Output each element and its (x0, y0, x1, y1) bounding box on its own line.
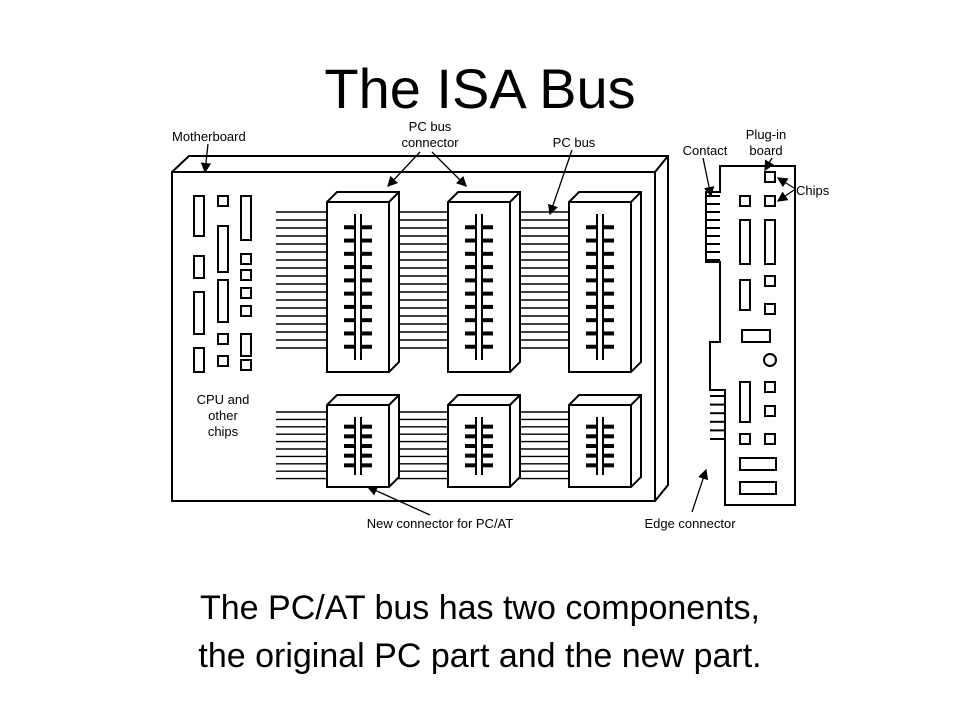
caption-line-2: the original PC part and the new part. (198, 637, 762, 675)
leader-arrows (200, 143, 795, 516)
bus-connector (326, 191, 400, 373)
bus-connector (447, 394, 521, 488)
slide-title: The ISA Bus (324, 57, 636, 120)
bus-connector (568, 191, 642, 373)
bus-connector (568, 394, 642, 488)
pc-at-bus-lines (276, 411, 572, 480)
label-plugin-board-line2: board (749, 143, 782, 158)
bus-connector (447, 191, 521, 373)
bus-connector (326, 394, 400, 488)
label-edge-connector: Edge connector (644, 516, 736, 531)
cpu-chips (193, 195, 252, 373)
pc-bus-connectors (326, 191, 642, 373)
pc-bus-lines (276, 211, 572, 349)
caption-line-1: The PC/AT bus has two components, (199, 589, 761, 627)
label-pc-bus: PC bus (553, 135, 596, 150)
label-cpu-line2: other (208, 408, 238, 423)
label-plugin-board-line1: Plug-in (746, 127, 786, 142)
label-pc-bus-connector-line1: PC bus (409, 119, 452, 134)
label-contact: Contact (683, 143, 728, 158)
label-new-connector: New connector for PC/AT (367, 516, 513, 531)
label-motherboard: Motherboard (172, 129, 246, 144)
pc-at-connectors (326, 394, 642, 488)
label-cpu-line1: CPU and (197, 392, 250, 407)
slide-caption: The PC/AT bus has two components, the or… (0, 584, 960, 680)
motherboard (171, 155, 669, 502)
plugin-board-chips (739, 171, 777, 495)
label-chips: Chips (796, 183, 830, 198)
label-pc-bus-connector-line2: connector (401, 135, 459, 150)
label-cpu-line3: chips (208, 424, 239, 439)
diagram-labels: Motherboard PC bus connector PC bus Cont… (172, 119, 830, 531)
